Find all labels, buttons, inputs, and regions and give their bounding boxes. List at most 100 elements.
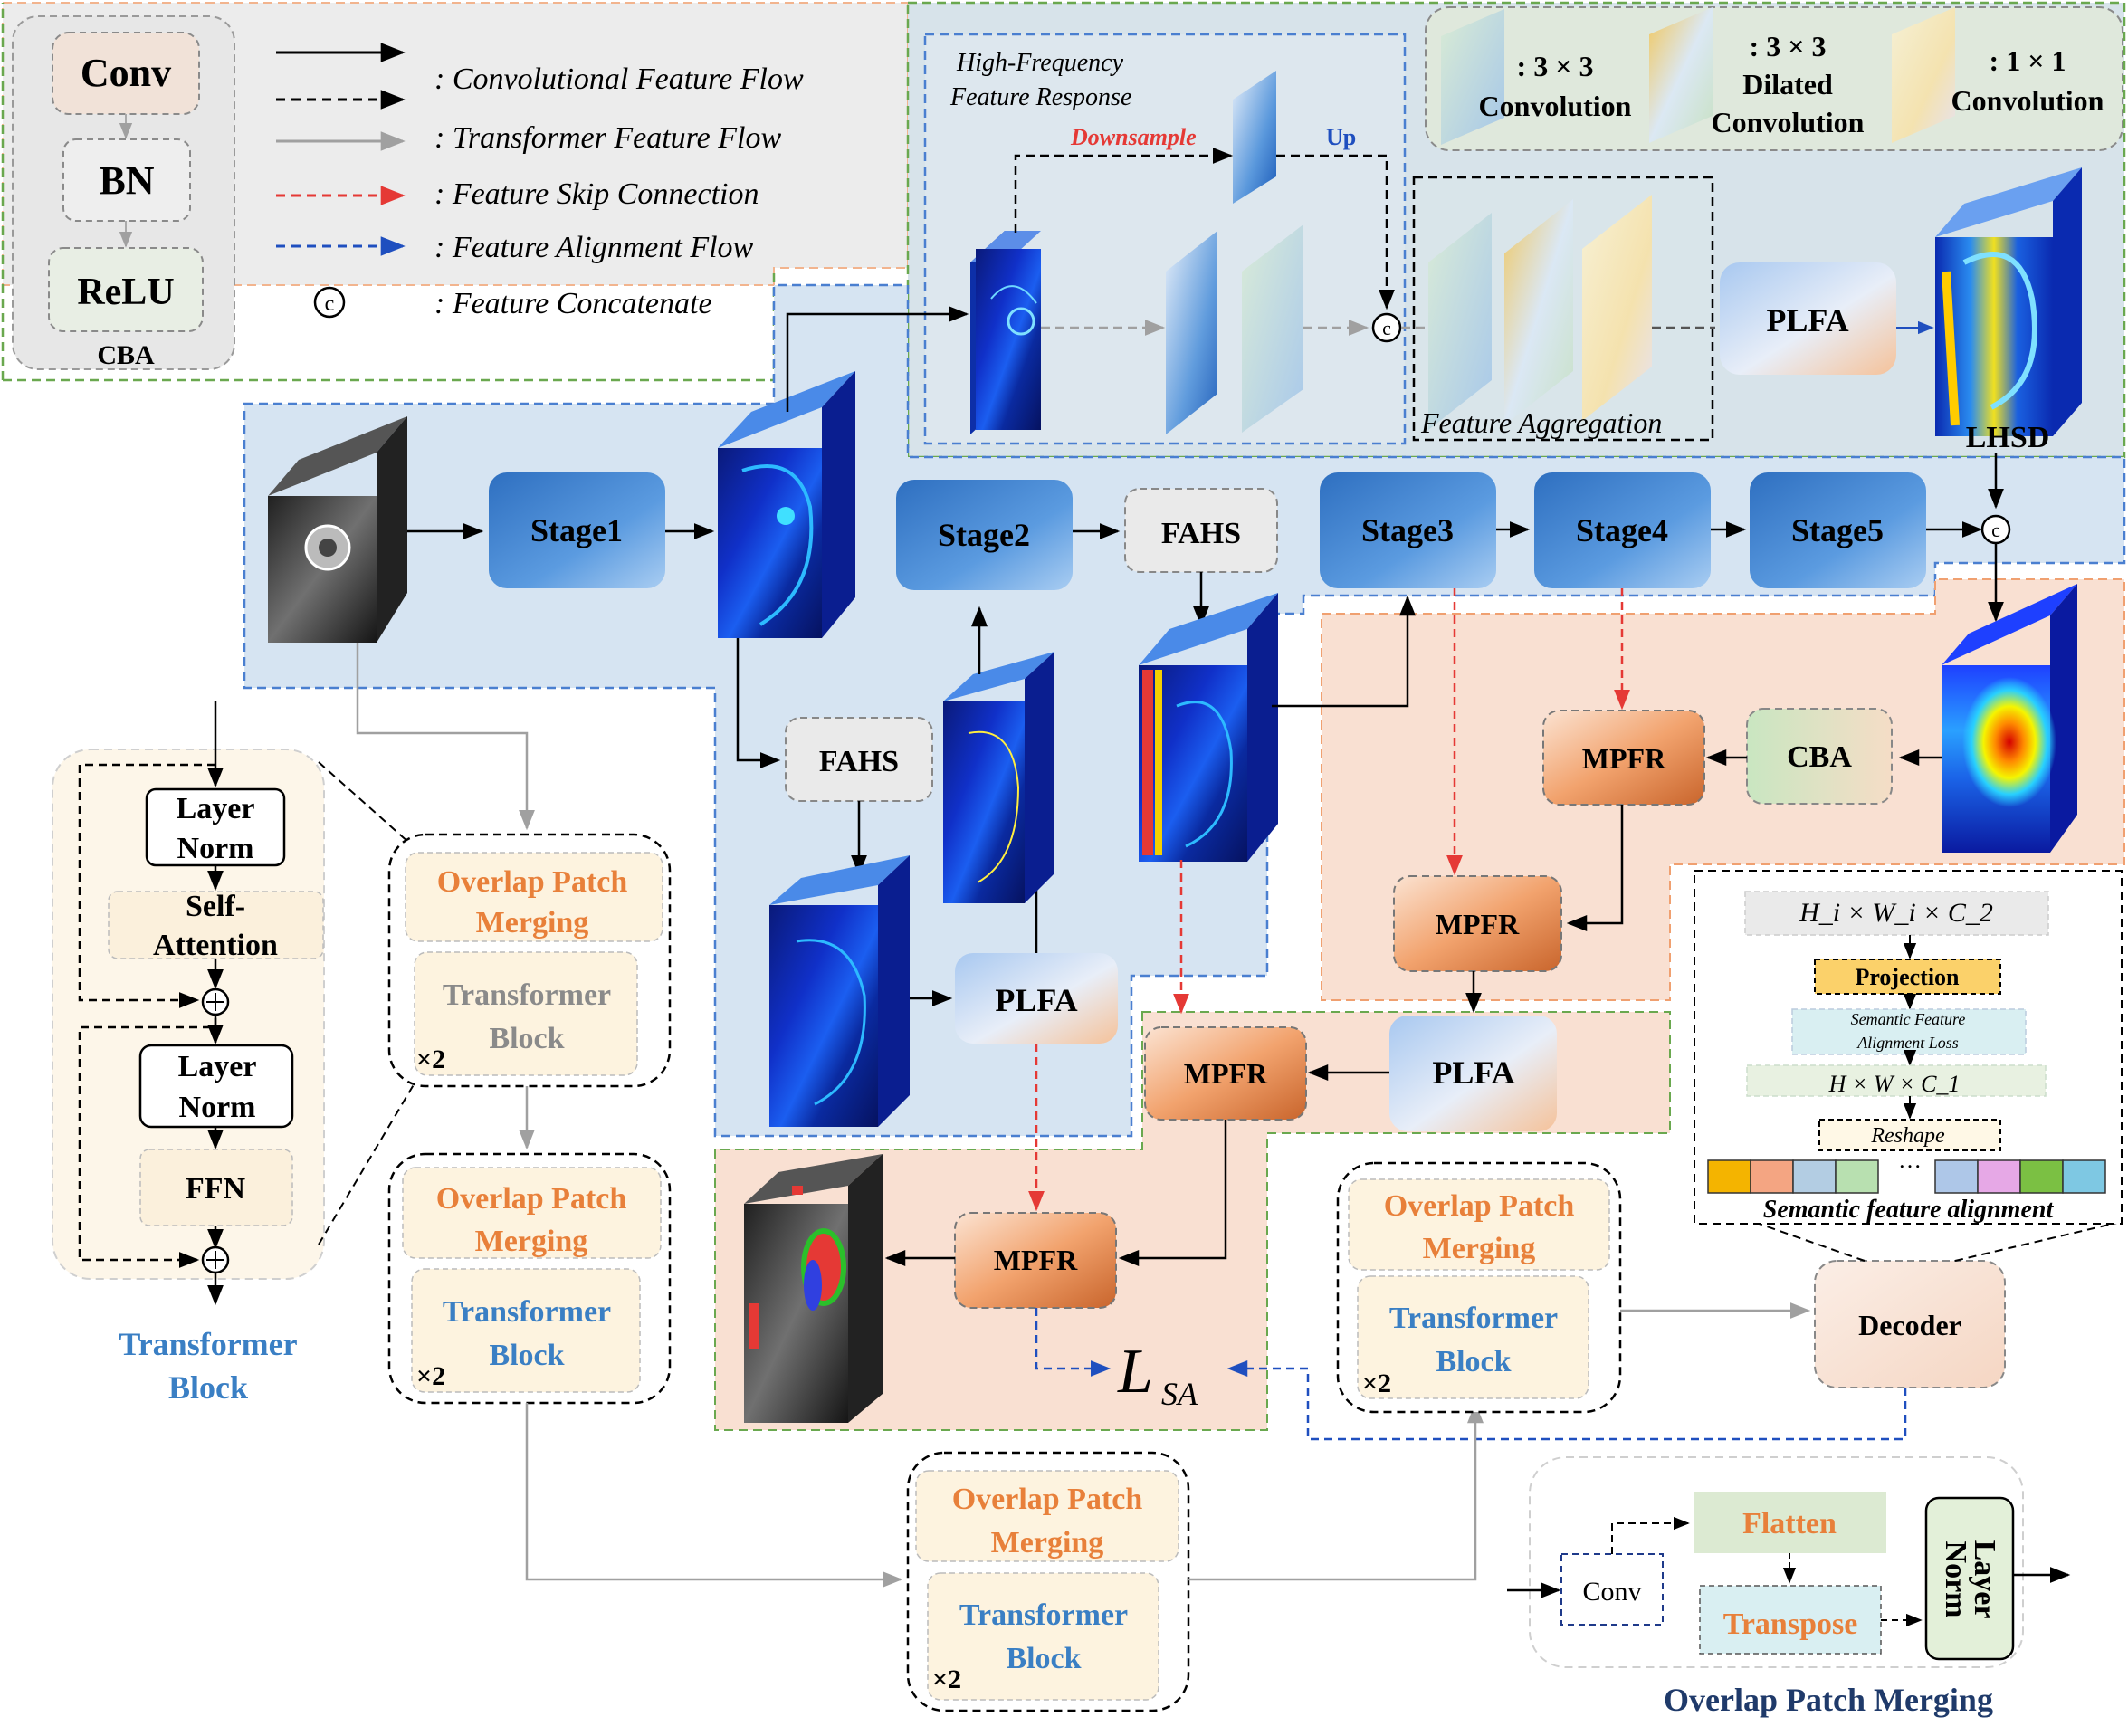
fahs1-label: FAHS <box>819 745 899 778</box>
ts2-x2: ×2 <box>416 1361 445 1391</box>
decoder-cba-label: CBA <box>1787 740 1852 774</box>
stage4-box <box>1534 472 1711 588</box>
mpfr2-box <box>1393 875 1562 972</box>
tb-title-a: Transformer <box>119 1326 297 1362</box>
token-row <box>1707 1159 2106 1194</box>
ts1-opm-a: Overlap Patch <box>437 865 628 899</box>
opm-transpose-box <box>1699 1585 1882 1655</box>
ts3-opm-a: Overlap Patch <box>952 1483 1143 1516</box>
token-1 <box>1707 1159 1751 1194</box>
opm-ln-b: Norm <box>1939 1541 1972 1618</box>
token-6 <box>1977 1159 2021 1194</box>
ts4-x2: ×2 <box>1362 1369 1391 1398</box>
hf-title-a: High-Frequency <box>956 49 1124 77</box>
encoder: Stage1 FAHS PLFA Stage2 <box>268 306 2011 1127</box>
dilated-label-b: Dilated <box>1742 68 1833 100</box>
conv1x1-icon <box>1892 7 1955 143</box>
cba-bn-label: BN <box>99 158 154 203</box>
token-2 <box>1750 1159 1794 1194</box>
dilated-label-c: Convolution <box>1712 106 1865 138</box>
lhsd-plfa-box <box>1720 262 1896 375</box>
stage1-feature-map <box>718 448 822 638</box>
ts4-opm-b: Merging <box>1423 1232 1536 1265</box>
projection-label: Projection <box>1855 964 1960 990</box>
legend-concat: : Feature Concatenate <box>434 287 712 320</box>
downsample-label: Downsample <box>1070 124 1197 150</box>
sfa-loss-a: Semantic Feature <box>1851 1010 1966 1028</box>
token-8 <box>2062 1159 2106 1194</box>
stage5-box <box>1750 472 1926 588</box>
lhsd-plfa-label: PLFA <box>1766 302 1848 339</box>
token-7 <box>2019 1159 2064 1194</box>
stage2-box <box>896 480 1073 590</box>
conv-legend: : 3 × 3 Convolution : 3 × 3 Dilated Conv… <box>1425 6 2123 151</box>
ts2-tb-a: Transformer <box>443 1295 611 1329</box>
stage3-box <box>1320 472 1496 588</box>
plfa-dec-label: PLFA <box>1432 1054 1514 1091</box>
stage1-box <box>489 472 665 588</box>
tb-ln1-b: Norm <box>177 832 254 865</box>
opm-transpose-label: Transpose <box>1723 1607 1858 1641</box>
ts1-tb-b: Block <box>489 1022 564 1055</box>
tb-ffn-box <box>139 1149 293 1226</box>
cba-title: CBA <box>97 340 155 370</box>
feature-aggregation-label: Feature Aggregation <box>1420 406 1662 439</box>
sfa-hw-in: H_i × W_i × C_2 <box>1799 898 1993 928</box>
fahs2-label: FAHS <box>1161 517 1241 550</box>
opm-ln-box <box>1924 1496 2015 1661</box>
stage2-label: Stage2 <box>938 517 1030 553</box>
plfa-dec-box <box>1389 1016 1557 1131</box>
cba-relu-box <box>48 247 204 332</box>
token-5 <box>1934 1159 1979 1194</box>
legend-align: : Feature Alignment Flow <box>434 231 754 264</box>
upsampled-map-a <box>1166 231 1217 434</box>
cba-conv-box <box>52 32 200 115</box>
stage5-label: Stage5 <box>1791 512 1884 548</box>
loss-symbol: L <box>1117 1337 1153 1407</box>
mpfr4-label: MPFR <box>994 1244 1078 1276</box>
token-dots: … <box>1898 1147 1922 1173</box>
mpfr3-box <box>1144 1026 1307 1121</box>
svg-text:c: c <box>1382 317 1391 339</box>
decoder-cba-box <box>1746 708 1893 805</box>
ts4-tb-a: Transformer <box>1389 1302 1558 1335</box>
sfa-loss-b: Alignment Loss <box>1856 1034 1959 1052</box>
conv1x1-label-a: : 1 × 1 <box>1990 44 2066 77</box>
decoder-box <box>1814 1260 2006 1388</box>
tb-ln2-b: Norm <box>179 1091 256 1124</box>
tb-ln1-a: Layer <box>177 792 255 825</box>
legend-skip: : Feature Skip Connection <box>434 177 759 211</box>
downsampled-map <box>1233 71 1276 204</box>
sfa-title: Semantic feature alignment <box>1763 1196 2055 1224</box>
opm-flatten-box <box>1694 1492 1886 1553</box>
ts2-opm-b: Merging <box>475 1225 588 1258</box>
ts3-opm-b: Merging <box>991 1526 1104 1560</box>
upsampled-map-b <box>1242 224 1303 433</box>
decoder-label: Decoder <box>1858 1309 1961 1341</box>
legend: Conv BN ReLU CBA : Convolutional Feature… <box>12 15 804 370</box>
opm-conv-label: Conv <box>1582 1577 1641 1607</box>
concat-symbol-icon <box>313 286 346 319</box>
ts3-x2: ×2 <box>932 1664 961 1694</box>
tb-ln2-a: Layer <box>178 1050 257 1083</box>
reshape-box <box>1818 1119 2001 1151</box>
lhsd-input-map <box>976 249 1041 430</box>
lhsd-label: LHSD <box>1966 421 2050 454</box>
conv1x1-label-b: Convolution <box>1951 84 2104 117</box>
opm-flatten-label: Flatten <box>1742 1507 1837 1540</box>
mpfr1-box <box>1542 710 1705 806</box>
dilated-conv-icon <box>1649 7 1713 143</box>
lhsd-concat-icon <box>1371 312 1402 343</box>
cba-bn-box <box>62 138 191 222</box>
opm-conv-box <box>1560 1553 1664 1626</box>
decoder: CBA MPFR MPFR PLFA MPFR MPFR <box>744 584 2122 1441</box>
stage4-label: Stage4 <box>1576 512 1668 548</box>
up-label: Up <box>1326 124 1356 150</box>
plfa-output-map <box>943 701 1025 903</box>
stage1-label: Stage1 <box>530 512 623 548</box>
mpfr3-label: MPFR <box>1184 1057 1268 1090</box>
tb-title-b: Block <box>168 1369 248 1406</box>
hf-title-b: Feature Response <box>949 83 1131 111</box>
ts3-tb-a: Transformer <box>959 1598 1128 1632</box>
agg-conv1x1-map <box>1582 195 1652 421</box>
